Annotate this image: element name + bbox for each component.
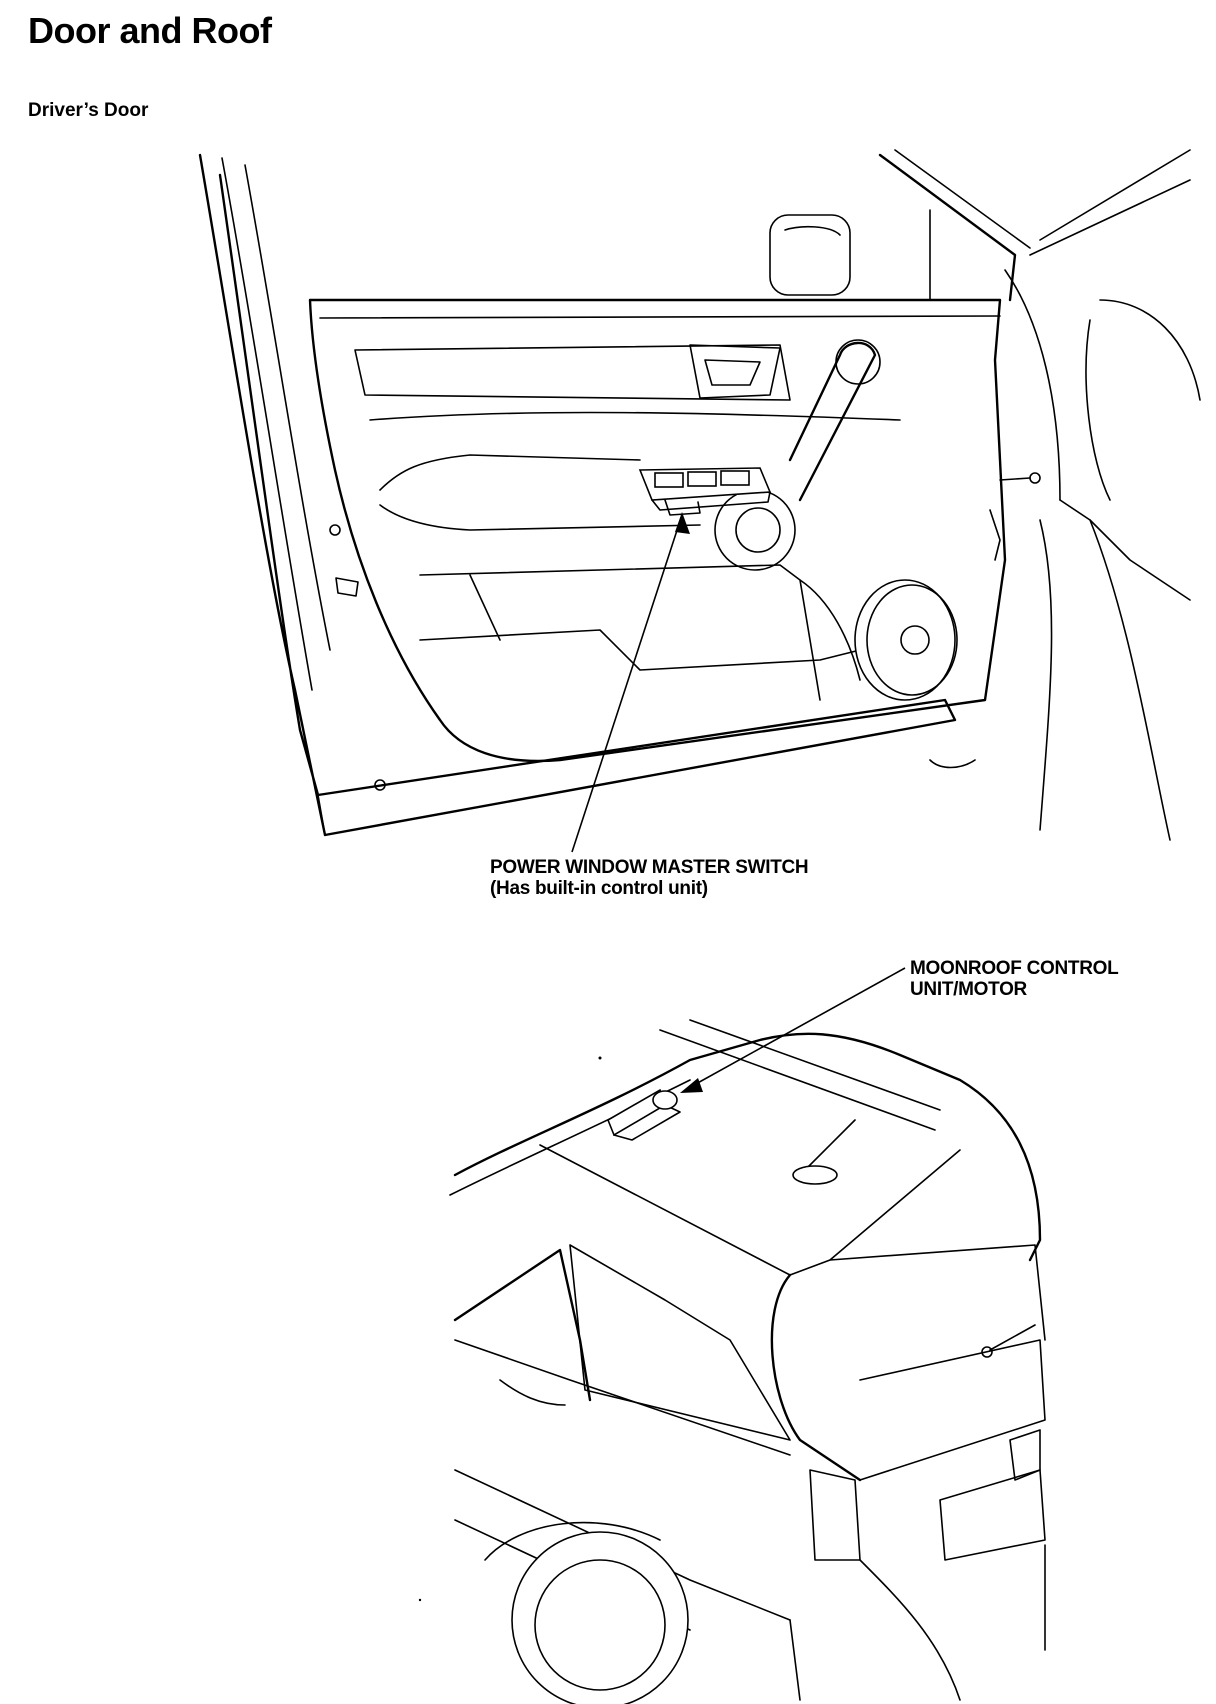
section-heading: Driver’s Door xyxy=(28,100,149,121)
vehicle-rear-illustration xyxy=(449,1019,1046,1704)
roof-antenna-base xyxy=(792,1165,838,1185)
door-frame xyxy=(198,153,957,837)
moonroof-unit-leader xyxy=(684,967,906,1091)
power-window-switch-callout: POWER WINDOW MASTER SWITCH (Has built-in… xyxy=(490,857,809,899)
drivers-door-illustration xyxy=(198,149,1201,841)
handle-base xyxy=(714,489,796,571)
moonroof-unit-label-line1: MOONROOF CONTROL xyxy=(910,958,1119,979)
side-mirror xyxy=(769,214,851,296)
pull-handle xyxy=(788,341,877,502)
moonroof-unit-callout: MOONROOF CONTROL UNIT/MOTOR xyxy=(910,958,1119,1000)
power-window-switch-leader xyxy=(571,514,683,853)
moonroof-control-unit xyxy=(606,1088,681,1141)
rear-wheel xyxy=(511,1531,689,1704)
door-speaker xyxy=(854,579,956,701)
moonroof-unit-label-line2: UNIT/MOTOR xyxy=(910,979,1027,1000)
power-window-switch-module xyxy=(638,467,772,516)
door-hinge-edge xyxy=(317,794,326,836)
power-window-switch-label: POWER WINDOW MASTER SWITCH xyxy=(490,857,809,878)
door-trim-panel xyxy=(308,298,1007,763)
page-title: Door and Roof xyxy=(28,10,272,51)
power-window-switch-note: (Has built-in control unit) xyxy=(490,878,708,899)
roof-outline xyxy=(453,1032,1042,1262)
